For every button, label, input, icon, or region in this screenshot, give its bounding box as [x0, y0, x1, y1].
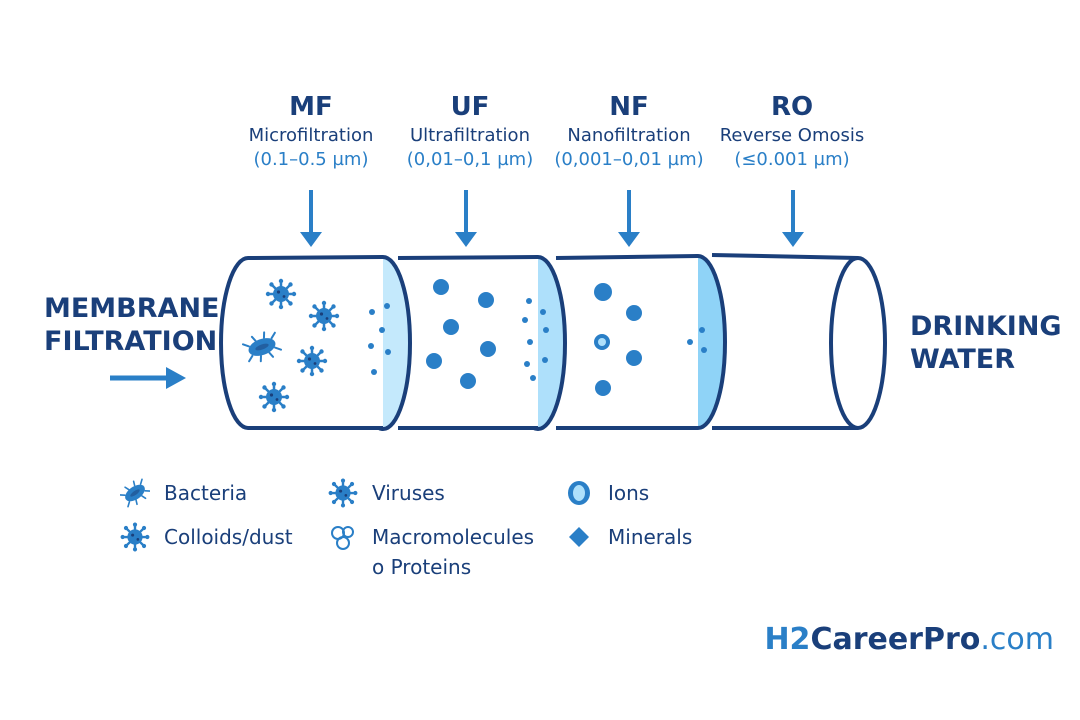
stage-name: Ultrafiltration [410, 125, 530, 146]
stage-range: (≤0.001 µm) [734, 149, 850, 170]
legend-item-ions: Ions [564, 478, 649, 508]
pipe [219, 253, 887, 431]
stage-label-mf: MF Microfiltration (0.1–0.5 µm) [226, 92, 396, 172]
brand-part3: Pro [922, 622, 981, 657]
legend-label: Bacteria [164, 481, 248, 505]
legend-item-bacteria: Bacteria [120, 478, 247, 508]
brand-part4: .com [980, 622, 1054, 657]
colloid-icon [120, 522, 150, 552]
stage-abbr: RO [770, 92, 814, 122]
stage-abbr: UF [450, 92, 490, 122]
pipe-segment-mf [219, 255, 384, 430]
legend-label: Viruses [372, 481, 445, 505]
stage-range: (0.1–0.5 µm) [253, 149, 369, 170]
membrane-pores [368, 298, 707, 381]
stage-label-ro: RO Reverse Omosis (≤0.001 µm) [707, 92, 877, 172]
legend-item-minerals: Minerals [564, 522, 692, 552]
input-label-line1: MEMBRANE [44, 293, 220, 324]
output-label-line1: DRINKING [910, 311, 1062, 342]
legend-label: Colloids/dust [164, 525, 293, 549]
pipe-segment-uf [397, 255, 539, 430]
input-label-line2: FILTRATION [44, 326, 218, 357]
legend-item-colloids: Colloids/dust [120, 522, 293, 552]
arrowhead-ro [782, 232, 804, 247]
arrowhead-uf [455, 232, 477, 247]
input-arrow-icon [110, 367, 186, 389]
stage-range: (0,01–0,1 µm) [406, 149, 534, 170]
stage-name: Microfiltration [248, 125, 374, 146]
virus-icon [328, 478, 358, 508]
legend-item-macromolecules: Macromolecules o Proteins [328, 522, 535, 579]
legend-label: Minerals [608, 525, 693, 549]
macromolecule-icon [331, 526, 354, 550]
legend-label: Ions [608, 481, 650, 505]
input-label: MEMBRANE FILTRATION [44, 292, 220, 358]
brand-part2: Career [810, 622, 923, 657]
particles-nf [594, 283, 642, 396]
legend-label-line2: o Proteins [372, 555, 472, 579]
stage-abbr: NF [609, 92, 649, 122]
stage-label-nf: NF Nanofiltration (0,001–0,01 µm) [544, 92, 714, 172]
arrowhead-mf [300, 232, 322, 247]
output-label: DRINKING WATER [910, 310, 1062, 376]
arrowhead-nf [618, 232, 640, 247]
particles-uf [426, 279, 496, 389]
down-arrows [300, 190, 804, 247]
stage-name: Reverse Omosis [719, 125, 865, 146]
stage-label-uf: UF Ultrafiltration (0,01–0,1 µm) [385, 92, 555, 172]
legend-item-viruses: Viruses [328, 478, 445, 508]
pipe-segment-ro [711, 253, 887, 430]
mineral-icon [569, 527, 589, 547]
stage-range: (0,001–0,01 µm) [554, 149, 704, 170]
pipe-segment-nf [555, 254, 699, 430]
legend-label: Macromolecules [372, 525, 535, 549]
stage-name: Nanofiltration [567, 125, 691, 146]
bacteria-icon [120, 478, 150, 508]
stage-abbr: MF [289, 92, 333, 122]
brand-part1: H2 [764, 622, 811, 657]
output-label-line2: WATER [910, 344, 1016, 375]
brand-logo: H2CareerPro.com [764, 622, 1054, 658]
ion-icon [568, 481, 590, 505]
